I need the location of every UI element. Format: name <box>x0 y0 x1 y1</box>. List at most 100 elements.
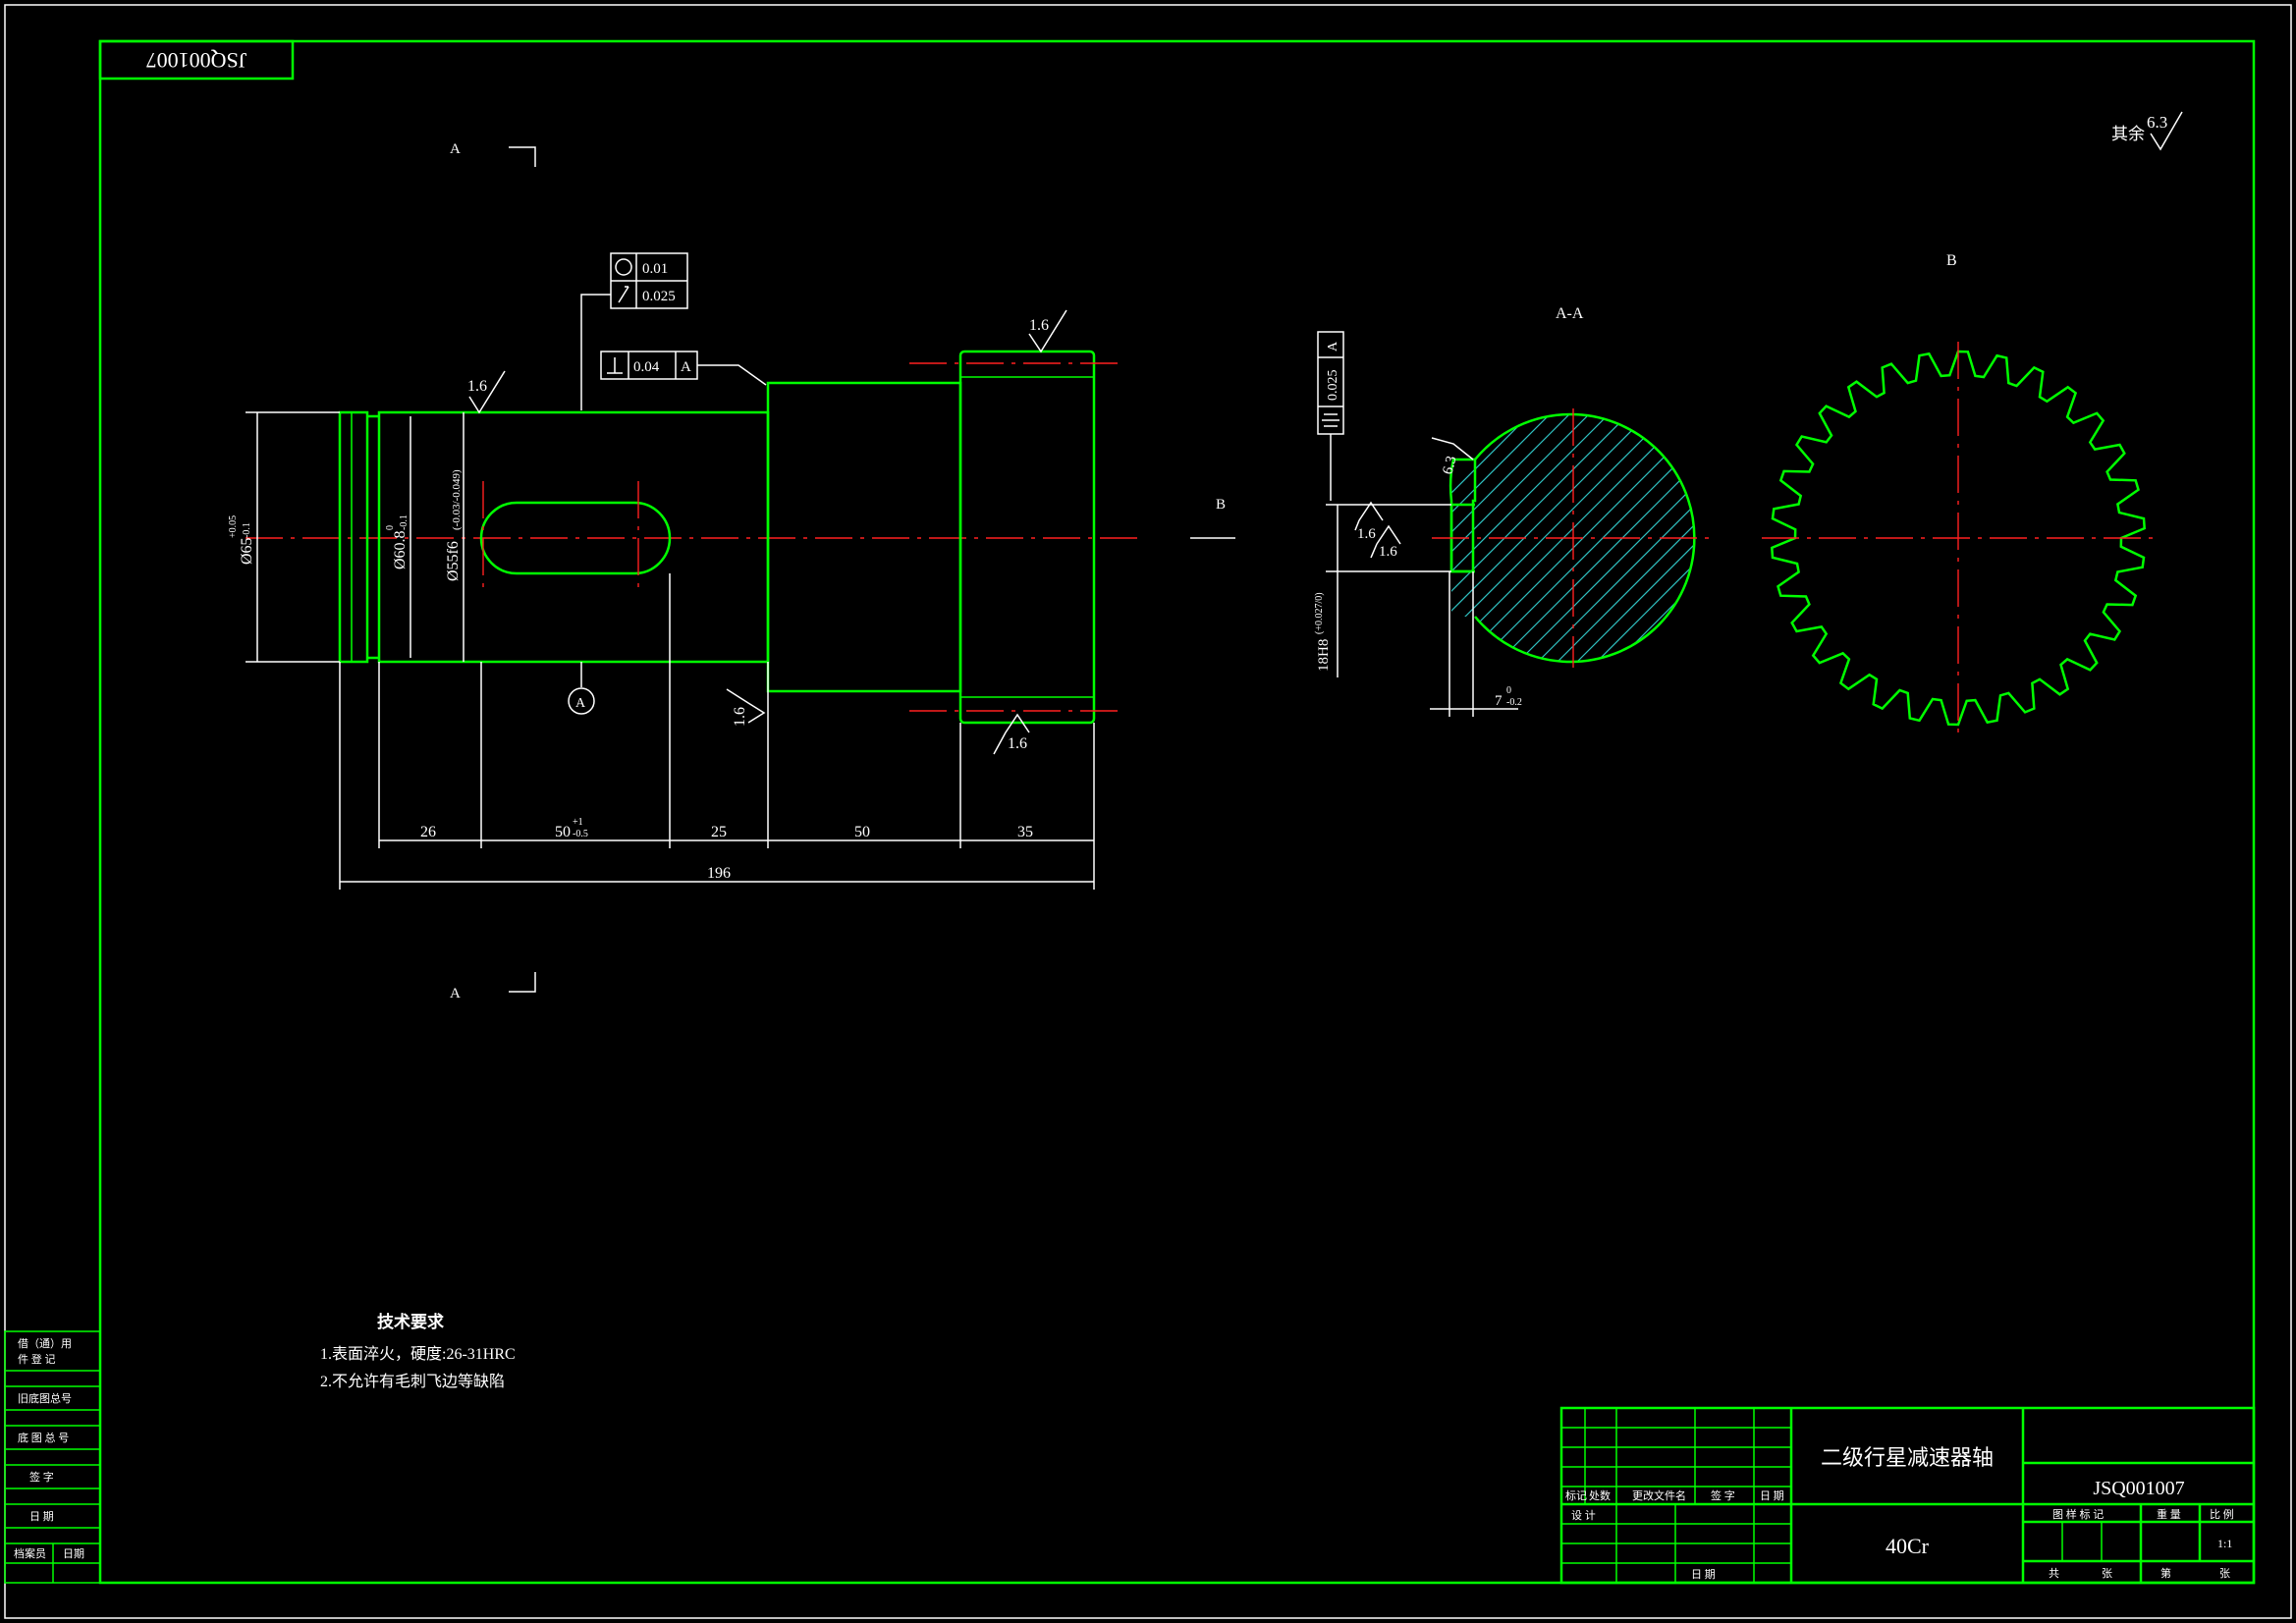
tb-design: 设 计 <box>1571 1509 1596 1522</box>
tb-drawing-no: JSQ001007 <box>2093 1478 2184 1499</box>
roughness-shoulder: 1.6 <box>732 707 748 727</box>
roughness-symbol <box>726 688 766 724</box>
perpendicularity-value: 0.04 <box>633 359 660 375</box>
dim-key-depth: 18H8 <box>1316 639 1332 672</box>
runout-icon <box>618 286 629 303</box>
hatch <box>1590 413 1695 663</box>
outer-border <box>4 4 2292 1619</box>
roughness-journal: 1.6 <box>467 378 487 395</box>
hatch <box>1451 413 1695 663</box>
dim-phi55: Ø55f6 <box>445 541 462 581</box>
dim-phi65-tol-low: -0.1 <box>242 522 252 538</box>
keyway-notch <box>1449 458 1477 573</box>
hatch <box>1451 413 1695 663</box>
tb-h-sign: 签 字 <box>1711 1488 1735 1502</box>
gdt-leader <box>580 294 611 410</box>
tb-scale: 1:1 <box>2217 1537 2232 1550</box>
mirrored-drawing-code: JSQ001007 <box>146 48 247 73</box>
roughness-marks-main: 1.6 1.6 1.6 1.6 <box>467 309 1067 755</box>
roughness-spline-bottom: 1.6 <box>1008 735 1027 752</box>
dim-phi55-tol: (-0.03/-0.049) <box>451 469 463 530</box>
section-a-top-arrow <box>509 146 536 167</box>
notes-line-1: 1.表面淬火，硬度:26-31HRC <box>320 1345 516 1363</box>
section-a-bottom-arrow <box>509 972 536 993</box>
dim-phi608-tol-low: -0.1 <box>399 514 410 530</box>
runout-value: 0.025 <box>642 289 676 304</box>
datum-a-label: A <box>575 696 586 711</box>
roughness-spline-top: 1.6 <box>1029 317 1049 334</box>
datum-a-circle <box>568 687 595 715</box>
dim-50a-tol-up: +1 <box>573 817 583 828</box>
tb-weight: 重 量 <box>2157 1507 2181 1521</box>
roughness-key-outer: 6.3 <box>1440 455 1459 476</box>
roughness-symbol <box>1431 437 1474 460</box>
shaft-collar <box>338 410 369 664</box>
tb-sheet-unit: 张 <box>2219 1567 2230 1580</box>
section-aa-view: 0.025 A 18H8 (+0.027/0) 1.6 1.6 6.3 7 0 … <box>1314 331 1713 717</box>
tb-sheets: 张 <box>2102 1567 2112 1580</box>
tb-material: 40Cr <box>1886 1534 1930 1558</box>
tb-date2: 日 期 <box>1691 1568 1716 1581</box>
view-aa-title: A-A <box>1556 305 1584 322</box>
dim-50a: 50 <box>555 824 571 840</box>
roughness-symbol <box>993 713 1030 755</box>
shaft-spline-section <box>958 350 1096 725</box>
dim-196: 196 <box>707 865 731 882</box>
hatch <box>1451 413 1695 663</box>
roughness-key-1: 1.6 <box>1357 526 1376 542</box>
side-c3: 底 图 总 号 <box>18 1431 69 1444</box>
section-a-top: A <box>450 141 461 157</box>
dim-26: 26 <box>420 824 436 840</box>
dim-35: 35 <box>1017 824 1033 840</box>
dim-phi608-tol-up: 0 <box>385 525 396 530</box>
dim-50b: 50 <box>854 824 870 840</box>
side-c1: 借（通）用 <box>18 1337 72 1350</box>
side-c6a: 档案员 <box>14 1546 46 1560</box>
hatch <box>1451 413 1695 663</box>
section-b-marker: B <box>1216 497 1226 513</box>
gdt-perpendicularity: 0.04 A <box>600 351 767 386</box>
symmetry-datum: A <box>1326 341 1340 352</box>
notes-line-2: 2.不允许有毛刺飞边等缺陷 <box>320 1373 505 1390</box>
gdt-leader <box>697 364 767 386</box>
roughness-key-2: 1.6 <box>1379 544 1397 560</box>
hatch <box>1451 413 1695 663</box>
hatch <box>1492 413 1695 663</box>
hatch <box>1451 413 1690 663</box>
section-a-bottom: A <box>450 986 461 1001</box>
roughness-rest-label: 其余 <box>2111 125 2145 143</box>
dim-key-width-tol-up: 0 <box>1506 685 1511 696</box>
dim-phi608: Ø60.8 <box>392 530 409 569</box>
spline-profile <box>1770 350 2147 727</box>
dim-key-width-tol-low: -0.2 <box>1506 697 1522 708</box>
tb-h-doc: 更改文件名 <box>1632 1488 1686 1502</box>
side-c2: 旧底图总号 <box>18 1391 72 1405</box>
hatch <box>1551 413 1695 663</box>
side-c6b: 日期 <box>63 1547 84 1560</box>
tb-sheet-no: 第 <box>2160 1566 2171 1580</box>
hatch <box>1531 413 1695 663</box>
roughness-symbol <box>1354 501 1384 531</box>
hatch <box>1451 413 1695 663</box>
keyway-slot <box>479 501 672 575</box>
roundness-icon <box>615 258 632 276</box>
side-c4: 签 字 <box>29 1470 54 1484</box>
side-c5: 日 期 <box>29 1510 54 1523</box>
side-c1b: 件 登 记 <box>18 1352 56 1366</box>
gdt-roundness-runout: 0.01 0.025 <box>580 252 688 410</box>
technical-notes: 技术要求 1.表面淬火，硬度:26-31HRC 2.不允许有毛刺飞边等缺陷 <box>320 1312 516 1390</box>
dim-phi65-tol-up: +0.05 <box>228 515 239 538</box>
tb-h-mark: 标记 <box>1565 1488 1587 1502</box>
spline-view-b <box>1762 342 2155 732</box>
tb-scale-label: 比 例 <box>2210 1507 2234 1521</box>
hatch <box>1451 413 1695 663</box>
title-block: 标记 处数 更改文件名 签 字 日 期 设 计 日 期 二级行星减速器轴 JSQ… <box>1559 1406 2256 1585</box>
perpendicularity-icon <box>607 357 623 374</box>
hatch <box>1451 413 1695 663</box>
tb-part-name: 二级行星减速器轴 <box>1821 1445 1994 1470</box>
dim-50a-tol-low: -0.5 <box>573 829 588 839</box>
hatch <box>1570 413 1695 663</box>
roughness-symbol <box>468 370 506 414</box>
